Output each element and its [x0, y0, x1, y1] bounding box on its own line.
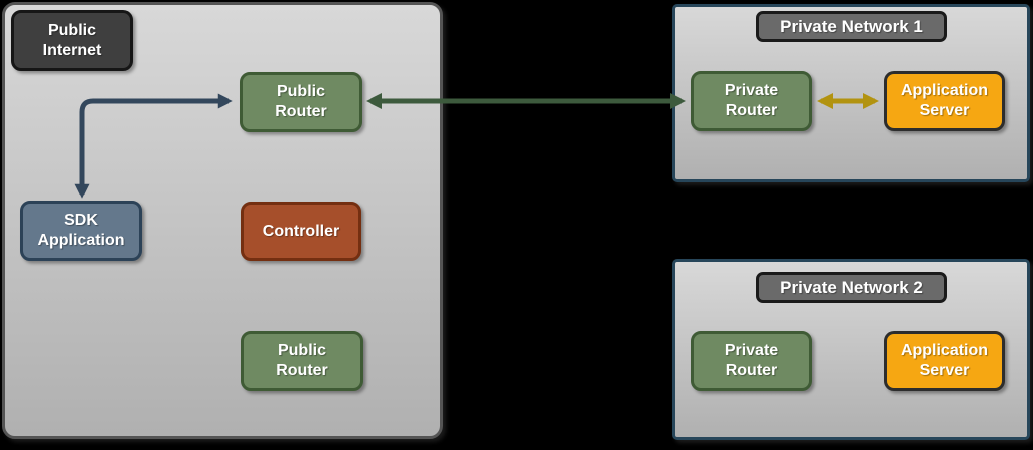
- private-network-1-title: Private Network 1: [756, 11, 947, 42]
- private-network-1-application-server-node: Application Server: [884, 71, 1005, 131]
- private-network-2-application-server-node: Application Server: [884, 331, 1005, 391]
- public-router-top-node: Public Router: [240, 72, 362, 132]
- controller-node: Controller: [241, 202, 361, 261]
- private-network-2-private-router-node: Private Router: [691, 331, 812, 391]
- sdk-application-node: SDK Application: [20, 201, 142, 261]
- private-network-1-private-router-node: Private Router: [691, 71, 812, 131]
- public-router-bottom-node: Public Router: [241, 331, 363, 391]
- private-network-2-title: Private Network 2: [756, 272, 947, 303]
- public-internet-label: Public Internet: [11, 10, 133, 71]
